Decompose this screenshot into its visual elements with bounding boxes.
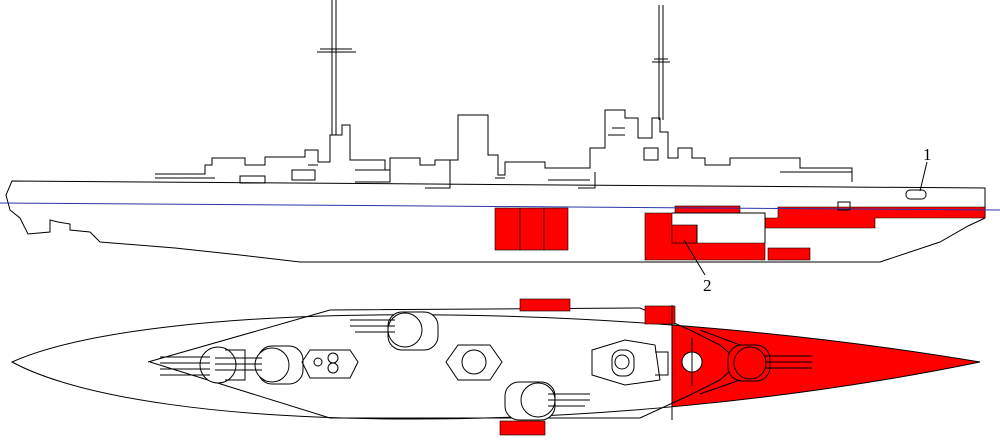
funnel-mid: [445, 344, 503, 381]
callout-2-leader: [683, 239, 706, 276]
callout-2-label: 2: [703, 276, 712, 295]
damage-zone-side-1: [494, 207, 521, 251]
damage-zone-plan-1: [519, 298, 571, 312]
turret-fwd-1: [681, 338, 703, 386]
hull-plan: [10, 314, 981, 420]
mainmast: [652, 5, 670, 120]
turret-wing-port: [350, 311, 439, 351]
turret-aft-2: [215, 345, 304, 385]
damage-zones-side: [494, 201, 986, 261]
plan-view: [10, 298, 981, 436]
hit-marker-1: [905, 189, 927, 200]
foremast: [317, 0, 356, 135]
funnel-aft: [301, 349, 359, 379]
damage-zone-side-8: [767, 247, 811, 261]
damage-zone-plan-3: [499, 420, 546, 436]
waterline: [0, 202, 1000, 211]
damage-zone-side-6: [674, 205, 741, 214]
deck-compartment: [837, 201, 851, 211]
deck-outline-plan: [147, 307, 741, 419]
superstructure-outline: [155, 109, 853, 182]
forecastle-lines: [671, 305, 741, 420]
damage-zone-plan-2: [644, 305, 676, 325]
compartment-outline: [672, 212, 766, 243]
callout-1-leader: [919, 161, 928, 192]
turret-aft-1: [160, 346, 246, 384]
side-profile: 1 2: [0, 0, 1000, 295]
damage-zone-side-3: [543, 207, 569, 251]
turret-wing-starboard: [504, 381, 590, 421]
turret-fwd-2: [727, 344, 812, 382]
damage-zone-bow: [672, 314, 980, 420]
superstructure-details: [155, 127, 852, 189]
forward-superstructure: [591, 339, 669, 386]
damage-zone-side-7: [764, 206, 986, 229]
damage-zone-side-2: [519, 207, 545, 251]
callout-1-label: 1: [923, 145, 932, 164]
